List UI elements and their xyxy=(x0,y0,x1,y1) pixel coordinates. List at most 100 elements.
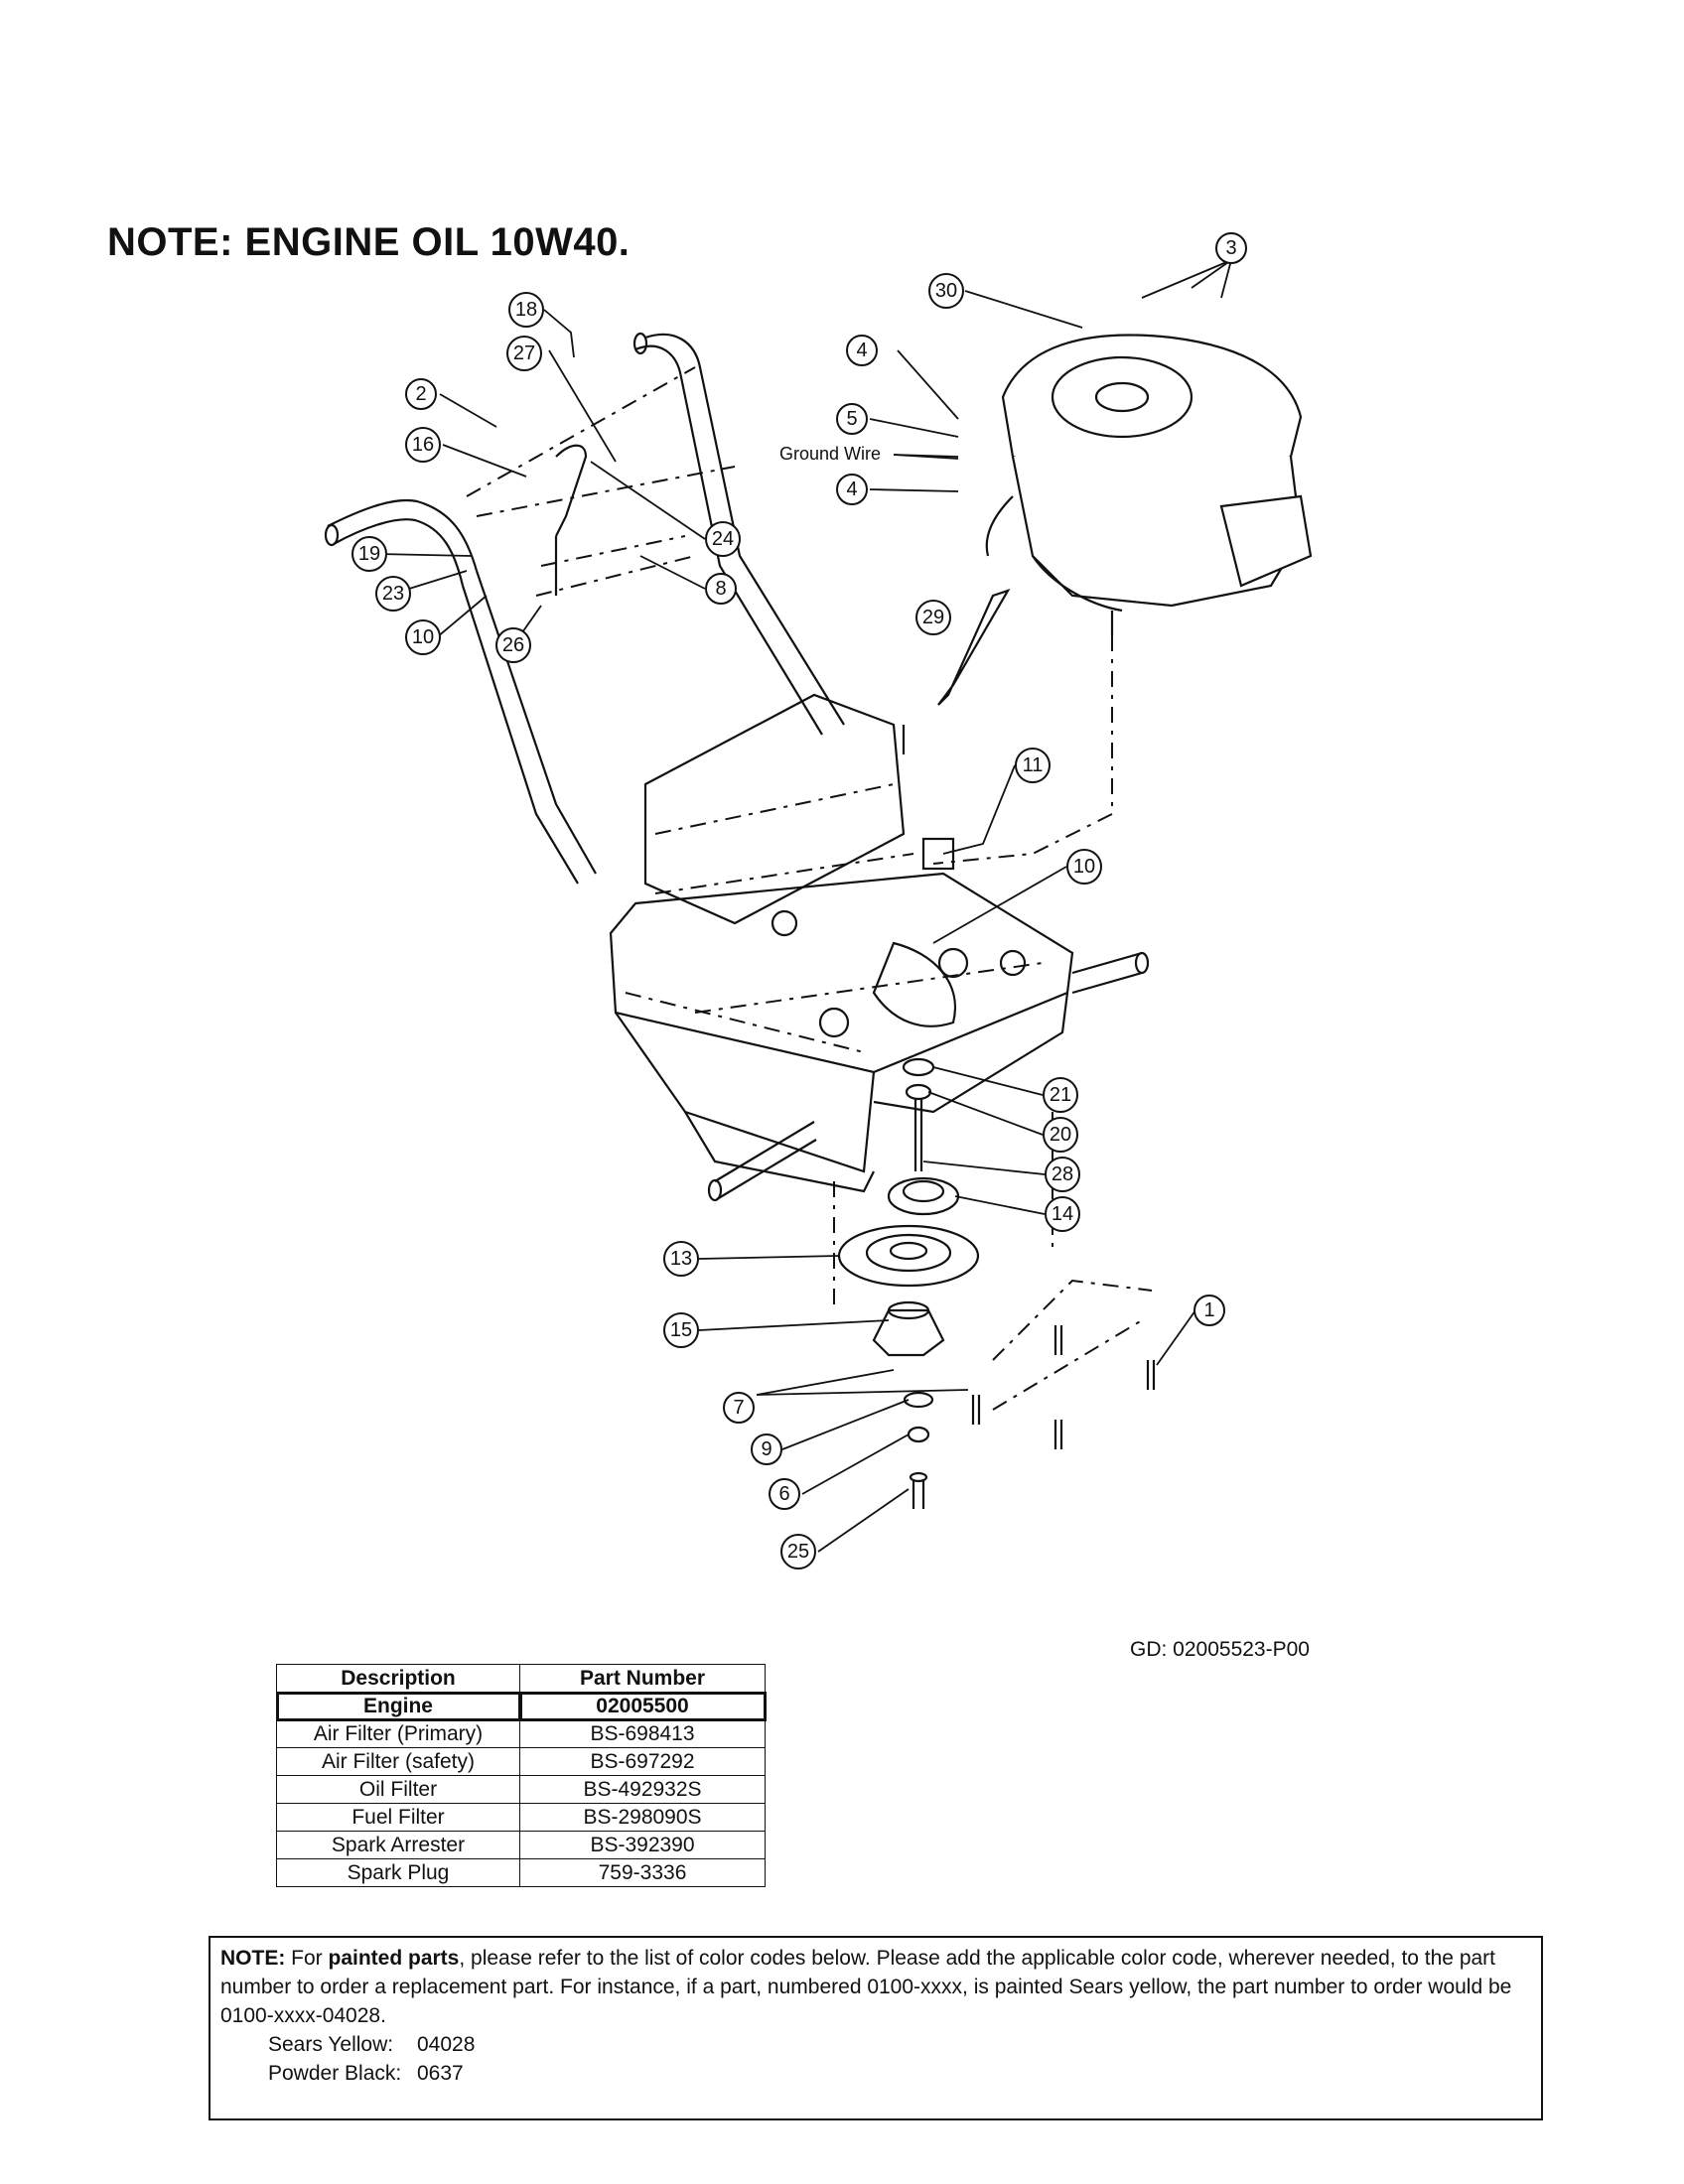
table-row: Air Filter (safety) BS-697292 xyxy=(276,1747,766,1776)
svg-text:23: 23 xyxy=(382,583,404,605)
svg-text:24: 24 xyxy=(712,528,734,550)
callout-14: 14 xyxy=(1045,1196,1080,1232)
cell-part-number: BS-298090S xyxy=(519,1803,766,1832)
color-code-row: Powder Black: 0637 xyxy=(268,2059,1531,2088)
cell-description: Air Filter (safety) xyxy=(276,1747,520,1776)
cell-description: Oil Filter xyxy=(276,1775,520,1804)
callout-13: 13 xyxy=(663,1241,699,1277)
note-text-before: For xyxy=(285,1947,329,1970)
callout-3: 3 xyxy=(1215,232,1247,264)
svg-text:19: 19 xyxy=(358,543,380,565)
svg-text:20: 20 xyxy=(1050,1124,1071,1146)
callout-6: 6 xyxy=(769,1478,800,1510)
column-header-description: Description xyxy=(276,1664,520,1693)
color-code-label: Sears Yellow: xyxy=(268,2033,394,2056)
cell-part-number: 02005500 xyxy=(518,1691,767,1721)
spark-plug-wire xyxy=(937,589,1011,706)
callout-4-top: 4 xyxy=(846,335,878,366)
ground-wire-label: Ground Wire xyxy=(779,444,881,464)
cell-part-number: BS-392390 xyxy=(519,1831,766,1859)
svg-text:18: 18 xyxy=(515,299,537,321)
callout-18: 18 xyxy=(508,292,544,328)
table-row: Oil Filter BS-492932S xyxy=(276,1775,766,1804)
leader-lines xyxy=(376,259,1232,1553)
table-header-row: Description Part Number xyxy=(276,1664,766,1693)
callout-25: 25 xyxy=(780,1534,816,1570)
exploded-parts-diagram: 3 30 18 27 4 2 5 16 4 24 19 8 23 29 10 2… xyxy=(324,232,1313,1570)
svg-text:5: 5 xyxy=(846,408,857,430)
callout-19: 19 xyxy=(351,536,387,572)
svg-text:3: 3 xyxy=(1225,237,1236,259)
cell-part-number: BS-697292 xyxy=(519,1747,766,1776)
callout-26: 26 xyxy=(495,627,531,663)
svg-text:6: 6 xyxy=(778,1483,789,1505)
callout-2: 2 xyxy=(405,378,437,410)
callout-20: 20 xyxy=(1043,1117,1078,1153)
svg-text:8: 8 xyxy=(715,578,726,600)
callout-11: 11 xyxy=(1015,748,1051,783)
cell-description: Spark Plug xyxy=(276,1858,520,1887)
color-code-value: 0637 xyxy=(417,2062,464,2085)
svg-text:11: 11 xyxy=(1023,754,1044,776)
callout-28: 28 xyxy=(1045,1157,1080,1192)
note-bold: painted parts xyxy=(328,1947,460,1970)
callout-16: 16 xyxy=(405,427,441,463)
color-code-label: Powder Black: xyxy=(268,2062,402,2085)
page-title: NOTE: ENGINE OIL 10W40. xyxy=(107,220,631,264)
bracket-11 xyxy=(921,837,955,871)
callout-1: 1 xyxy=(1193,1295,1225,1326)
svg-text:2: 2 xyxy=(415,383,426,405)
callout-4-bottom: 4 xyxy=(836,474,868,505)
color-code-value: 04028 xyxy=(417,2033,476,2056)
engine xyxy=(932,334,1313,865)
callout-15: 15 xyxy=(663,1312,699,1348)
table-row: Spark Plug 759-3336 xyxy=(276,1858,766,1887)
pulley-stack xyxy=(833,1057,1156,1509)
svg-text:4: 4 xyxy=(856,340,867,361)
callout-9: 9 xyxy=(751,1433,782,1465)
callout-24: 24 xyxy=(705,521,741,557)
cell-part-number: 759-3336 xyxy=(519,1858,766,1887)
color-code-row: Sears Yellow: 04028 xyxy=(268,2030,1531,2059)
svg-text:13: 13 xyxy=(670,1248,692,1270)
svg-text:25: 25 xyxy=(787,1541,809,1563)
cell-description: Spark Arrester xyxy=(276,1831,520,1859)
callout-23: 23 xyxy=(375,576,411,612)
column-header-part-number: Part Number xyxy=(519,1664,766,1693)
callout-8: 8 xyxy=(705,573,737,605)
svg-text:15: 15 xyxy=(670,1319,692,1341)
painted-parts-note: NOTE: For painted parts, please refer to… xyxy=(209,1936,1543,2120)
svg-text:4: 4 xyxy=(846,478,857,500)
callout-27: 27 xyxy=(506,336,542,371)
callout-5: 5 xyxy=(836,403,868,435)
engine-parts-table: Description Part Number Engine 02005500 … xyxy=(275,1664,767,1887)
svg-text:10: 10 xyxy=(412,626,434,648)
svg-text:29: 29 xyxy=(922,607,944,628)
table-row: Air Filter (Primary) BS-698413 xyxy=(276,1719,766,1748)
svg-text:1: 1 xyxy=(1203,1299,1214,1321)
svg-text:9: 9 xyxy=(761,1438,772,1460)
svg-text:16: 16 xyxy=(412,434,434,456)
note-text-after: , please refer to the list of color code… xyxy=(220,1947,1512,2027)
note-paragraph: NOTE: For painted parts, please refer to… xyxy=(220,1944,1531,2030)
svg-text:27: 27 xyxy=(513,342,535,364)
svg-text:14: 14 xyxy=(1052,1203,1073,1225)
table-row: Spark Arrester BS-392390 xyxy=(276,1831,766,1859)
note-prefix: NOTE: xyxy=(220,1947,286,1970)
drawing-id: GD: 02005523-P00 xyxy=(1130,1638,1310,1661)
cell-description: Air Filter (Primary) xyxy=(276,1719,520,1748)
svg-text:10: 10 xyxy=(1073,856,1095,878)
frame-deck xyxy=(609,693,1150,1202)
svg-text:28: 28 xyxy=(1052,1163,1073,1185)
svg-text:26: 26 xyxy=(502,634,524,656)
table-row: Fuel Filter BS-298090S xyxy=(276,1803,766,1832)
cell-part-number: BS-492932S xyxy=(519,1775,766,1804)
callout-30: 30 xyxy=(928,273,964,309)
callout-29: 29 xyxy=(915,600,951,635)
svg-text:21: 21 xyxy=(1050,1084,1071,1106)
svg-text:7: 7 xyxy=(733,1397,744,1419)
callout-21: 21 xyxy=(1043,1077,1078,1113)
svg-text:30: 30 xyxy=(935,280,957,302)
callout-7: 7 xyxy=(723,1392,755,1424)
handle-assembly xyxy=(324,332,845,885)
